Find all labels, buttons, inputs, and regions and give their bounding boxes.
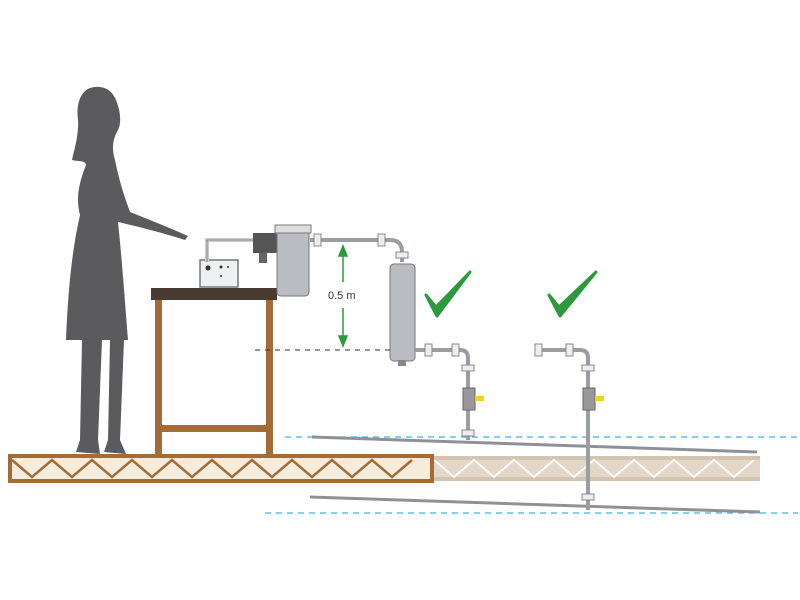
pump [253, 233, 277, 253]
table [151, 288, 277, 456]
pre-filter [276, 225, 310, 297]
truss-far [432, 456, 760, 481]
pipe-sloped-lower [309, 495, 761, 514]
person-silhouette-icon [66, 86, 188, 454]
control-box [199, 259, 239, 288]
check-mark-icon [547, 270, 598, 318]
height-dimension-label: 0.5 m [326, 289, 358, 303]
check-mark-icon [424, 270, 472, 318]
truss-near [8, 454, 434, 483]
valve [582, 387, 596, 411]
uv-sterilizer [389, 263, 416, 362]
treatment-outlet-2 [534, 343, 604, 510]
valve [462, 387, 476, 411]
dimension-arrow [337, 243, 349, 349]
pipe-sloped-upper [311, 435, 758, 454]
treatment-system [199, 224, 484, 440]
